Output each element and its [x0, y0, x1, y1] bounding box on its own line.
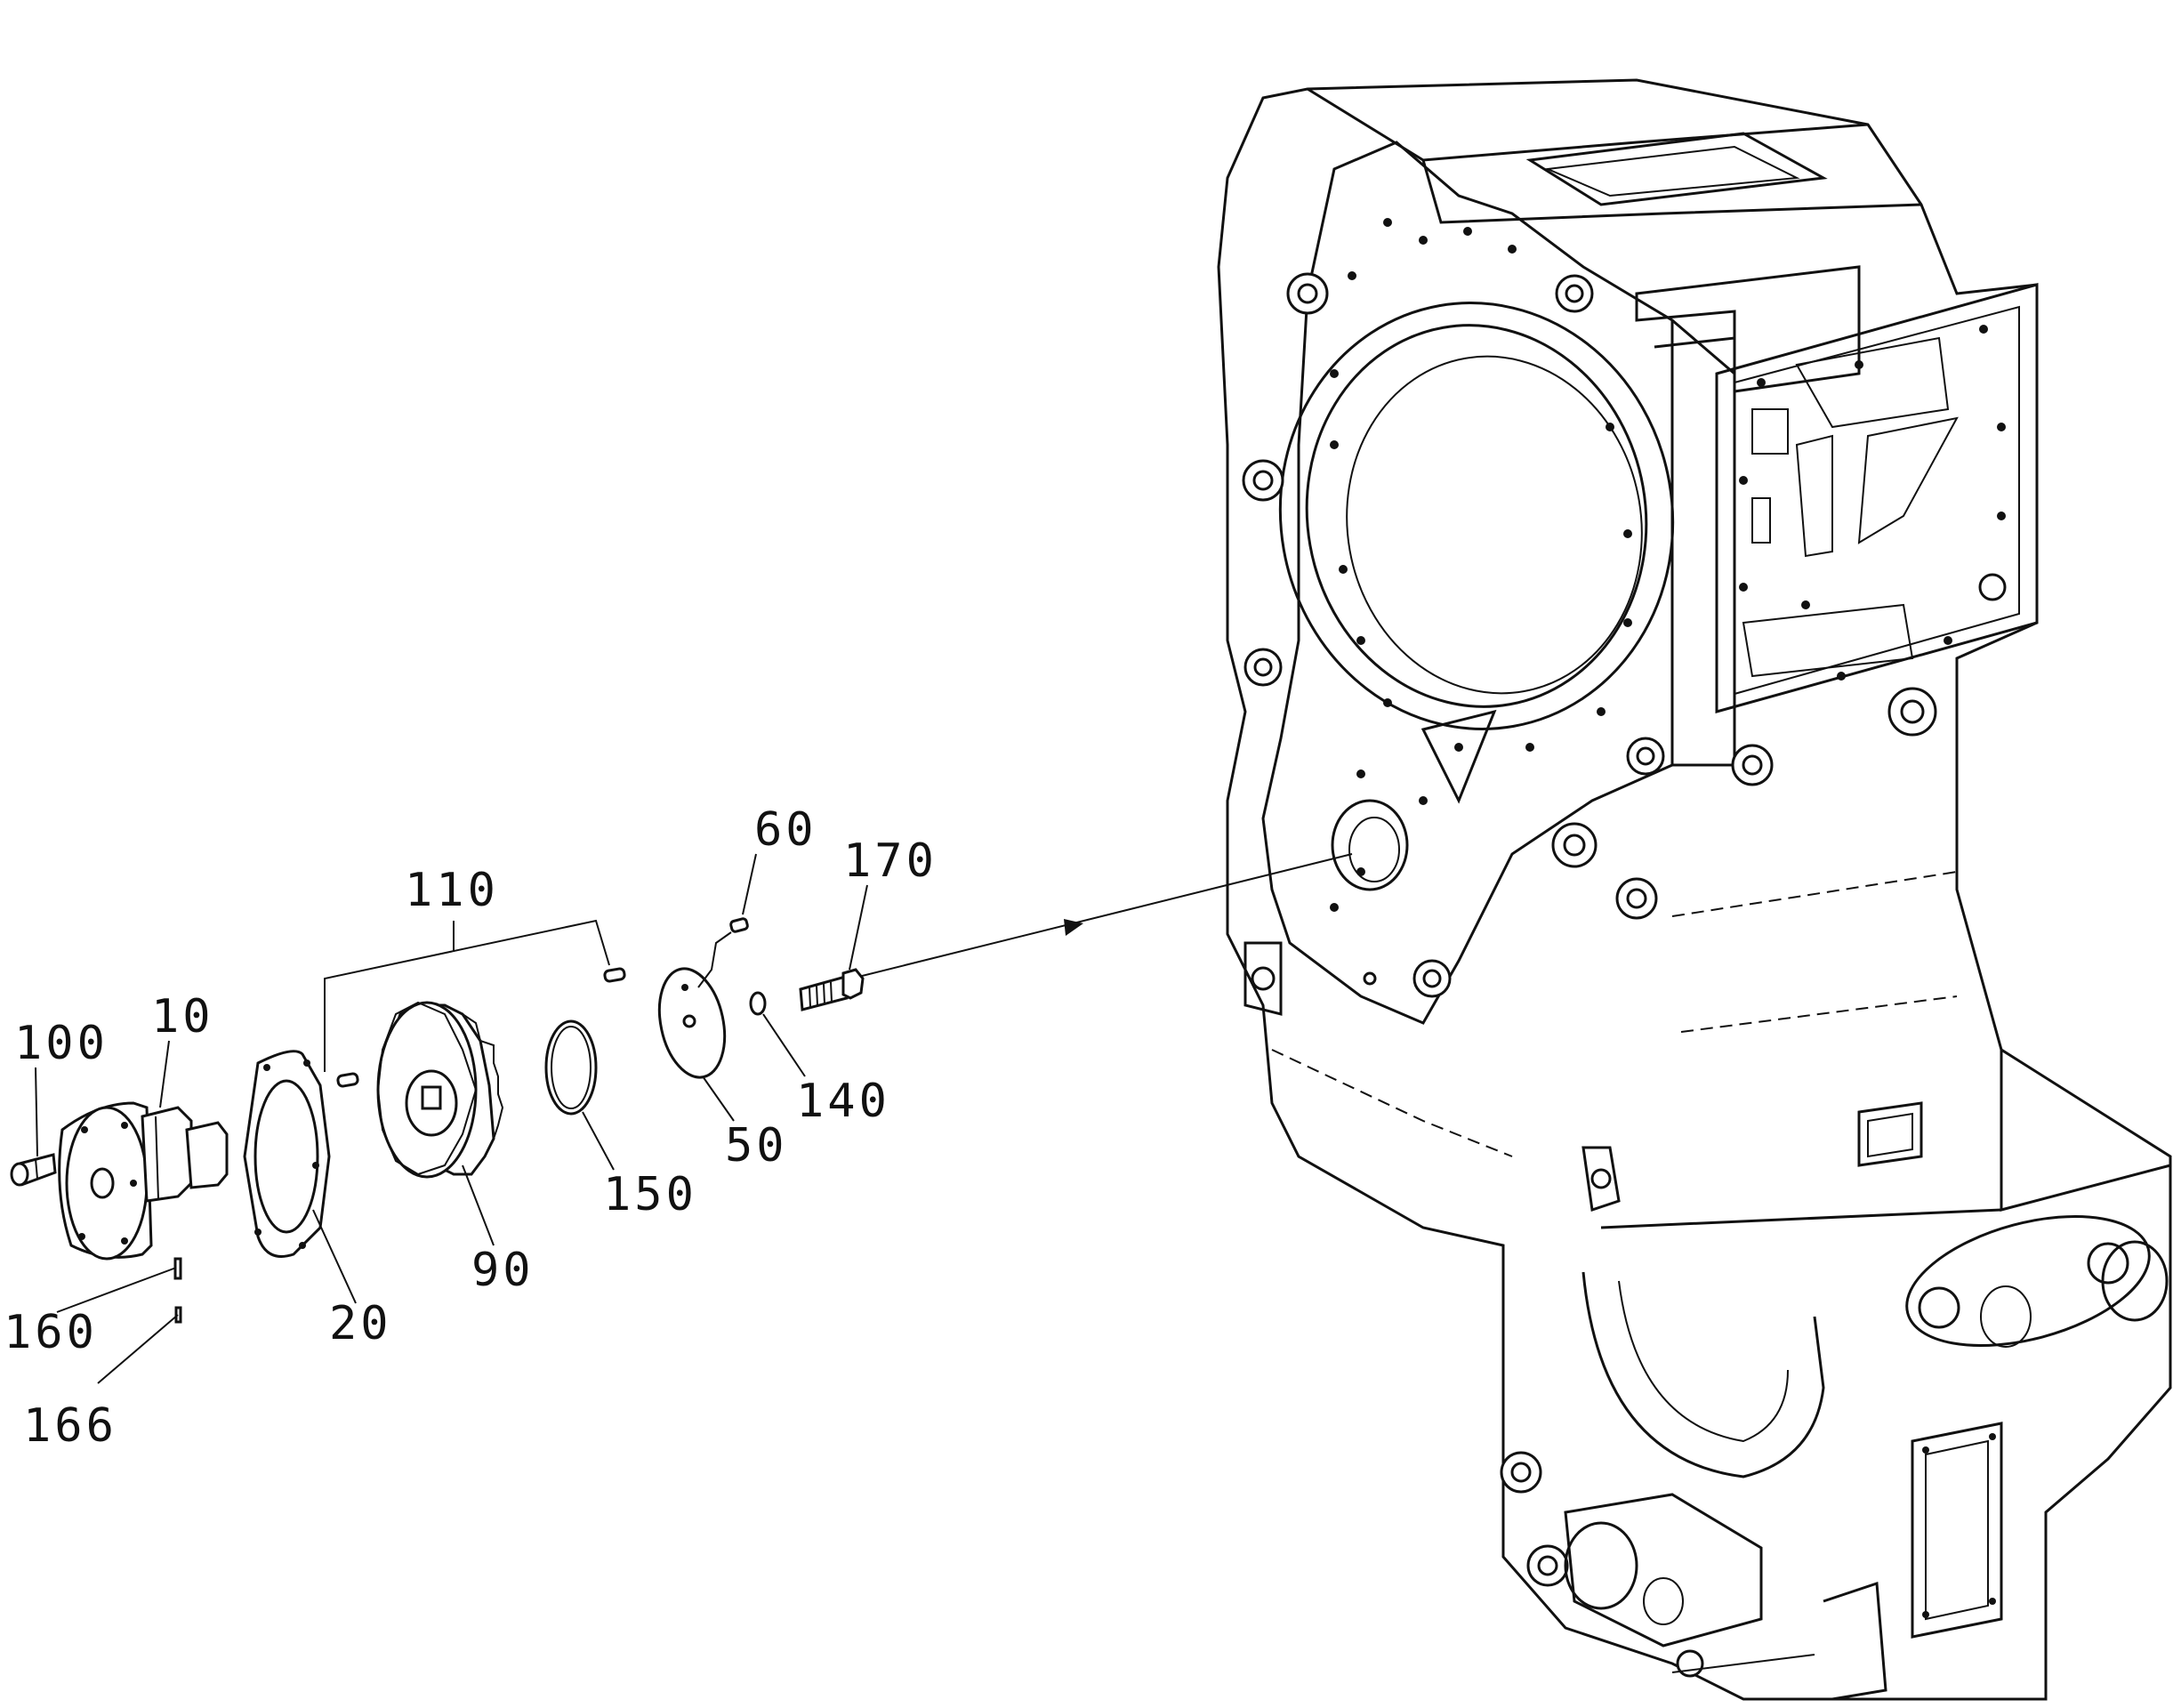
- callout-60: 60: [754, 803, 817, 857]
- part-90-gear: [376, 1001, 504, 1179]
- callout-170: 170: [843, 834, 938, 888]
- callout-110: 110: [405, 864, 499, 917]
- part-150-o-ring: [544, 1019, 598, 1116]
- callout-20: 20: [329, 1297, 392, 1350]
- callout-150: 150: [603, 1168, 697, 1221]
- callout-100: 100: [14, 1017, 109, 1070]
- callout-140: 140: [796, 1075, 890, 1128]
- callout-50: 50: [725, 1119, 788, 1172]
- leader-lines: [35, 853, 868, 1384]
- part-166-pin: [174, 1306, 182, 1324]
- part-110-dowel-pins: [336, 967, 626, 1088]
- transmission-housing: [1217, 78, 2172, 1701]
- part-10-flange-hub: [58, 1101, 229, 1261]
- part-100-screw: [10, 1153, 57, 1187]
- callout-10: 10: [151, 990, 214, 1043]
- part-50-thrust-washer: [657, 967, 727, 1079]
- part-60-pin: [697, 917, 749, 988]
- part-170-bolt: [799, 968, 865, 1011]
- part-20-gasket: [243, 1050, 331, 1258]
- part-140-washer: [749, 991, 767, 1016]
- callout-90: 90: [471, 1244, 535, 1297]
- callout-166: 166: [23, 1399, 117, 1453]
- assembly-arrow-line: [840, 853, 1353, 982]
- callout-160: 160: [4, 1306, 98, 1359]
- assembly-arrowhead: [1064, 919, 1083, 936]
